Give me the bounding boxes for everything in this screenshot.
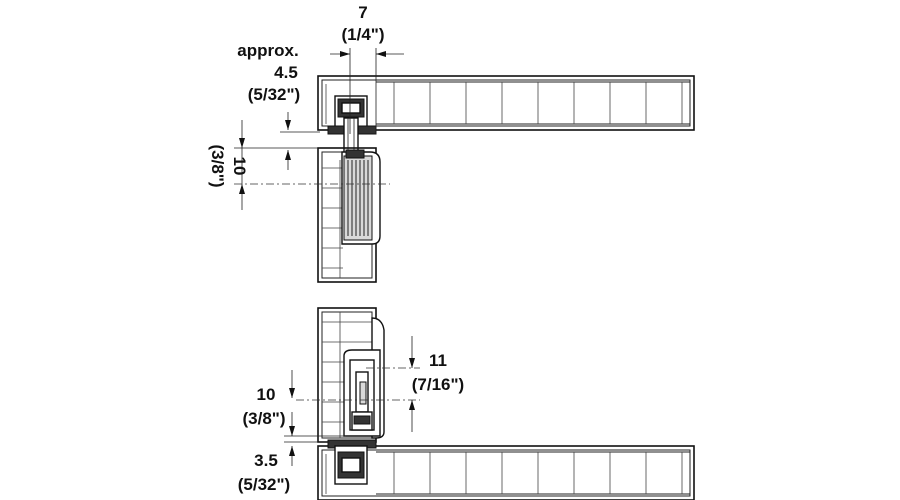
dim-right-value: 11 (429, 351, 447, 370)
dim-approx-value: 4.5 (274, 63, 298, 82)
bottom-hinge-cup (327, 439, 377, 485)
upper-panel-honeycomb-grid (322, 160, 343, 278)
top-panel-honeycomb-grid (325, 82, 683, 124)
lower-panel-honeycomb-grid (322, 312, 372, 438)
dim-top-width-inch: (1/4") (341, 25, 384, 44)
dim-right-inch: (7/16") (412, 375, 464, 394)
dim-top-width-value: 7 (358, 3, 367, 22)
dim-vertical-inch: (3/8") (208, 144, 227, 187)
upper-hinge-body (341, 149, 381, 245)
bottom-panel-honeycomb-grid (325, 452, 683, 494)
dimension-top-width-lines (330, 48, 404, 134)
dim-vertical-rotated: 10 (3/8") (208, 144, 249, 187)
top-horizontal-panel (317, 75, 695, 131)
dimension-bottom-lines (284, 441, 330, 466)
lower-hinge-body (343, 317, 385, 439)
dimension-lower-lines (284, 370, 346, 437)
dim-bottom-inch: (5/32") (238, 475, 290, 494)
dimension-right-lines (296, 336, 420, 432)
top-hinge-cup (327, 95, 377, 155)
dim-approx-inch: (5/32") (248, 85, 300, 104)
dimension-vertical-lines (234, 120, 390, 210)
dim-vertical-value: 10 (230, 157, 249, 176)
dim-bottom-value: 3.5 (254, 451, 278, 470)
bottom-horizontal-panel (317, 445, 695, 500)
dim-lower-inch: (3/8") (242, 409, 285, 428)
dimension-approx-lines (280, 112, 320, 170)
dim-approx-prefix: approx. (237, 41, 298, 60)
dim-lower-value: 10 (257, 385, 276, 404)
